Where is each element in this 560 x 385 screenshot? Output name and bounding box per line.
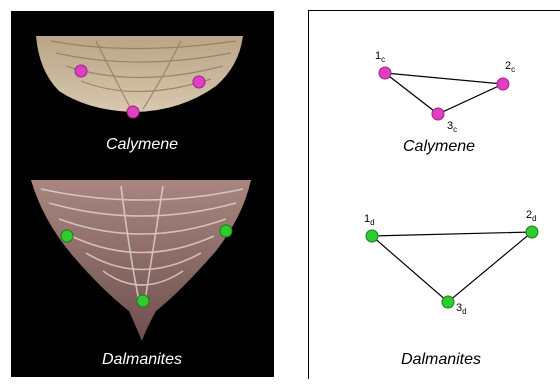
calymene-triangle: 1c 2c 3c xyxy=(375,50,515,134)
dalmanites-diagram-caption: Dalmanites xyxy=(401,351,481,368)
landmark-diagram-panel: 1c 2c 3c Calymene 1d 2d 3d Dalmanites xyxy=(308,10,560,379)
triangle-outline xyxy=(385,73,503,114)
landmark-marker xyxy=(61,230,73,242)
triangle-outline xyxy=(372,232,532,302)
landmark-point-2d xyxy=(526,226,538,238)
calymene-fossil-image xyxy=(36,36,243,118)
label-2c: 2c xyxy=(505,60,515,74)
dalmanites-triangle: 1d 2d 3d xyxy=(364,209,538,316)
label-3d: 3d xyxy=(456,302,467,316)
dalmanites-photo-caption: Dalmanites xyxy=(102,351,182,368)
label-1d: 1d xyxy=(364,213,375,227)
landmark-marker xyxy=(220,225,232,237)
landmark-point-2c xyxy=(497,78,509,90)
landmark-triangles: 1c 2c 3c Calymene 1d 2d 3d Dalmanites xyxy=(309,11,560,380)
calymene-photo-caption: Calymene xyxy=(106,136,178,153)
landmark-marker xyxy=(127,106,139,118)
landmark-marker xyxy=(137,295,149,307)
landmark-point-3d xyxy=(442,296,454,308)
dalmanites-fossil-image xyxy=(31,180,251,341)
fossil-photo-panel: Calymene Dalmanites xyxy=(11,11,274,377)
label-1c: 1c xyxy=(375,50,385,64)
landmark-point-1c xyxy=(379,67,391,79)
landmark-point-3c xyxy=(432,108,444,120)
calymene-diagram-caption: Calymene xyxy=(403,138,475,155)
label-2d: 2d xyxy=(526,209,537,223)
landmark-marker xyxy=(75,65,87,77)
landmark-marker xyxy=(193,76,205,88)
label-3c: 3c xyxy=(447,120,457,134)
landmark-point-1d xyxy=(366,230,378,242)
fossil-photos: Calymene Dalmanites xyxy=(11,11,274,377)
